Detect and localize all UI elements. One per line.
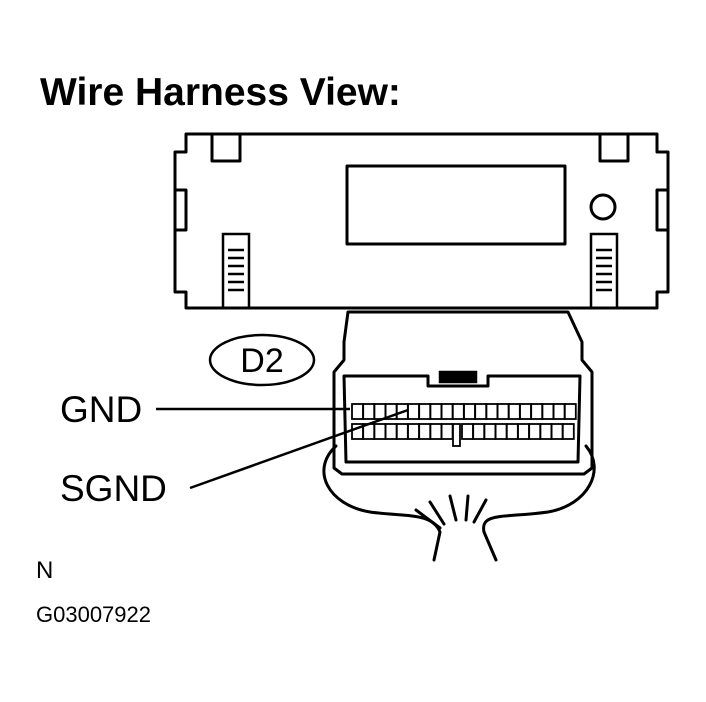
pin-cavity: [429, 403, 443, 420]
pin-cavity: [507, 403, 521, 420]
connector-lock-tab: [438, 370, 478, 384]
housing-latch-right: [589, 232, 619, 310]
connector-key: [452, 423, 461, 447]
corner-mark: N: [36, 557, 53, 584]
pin-cavity: [519, 403, 532, 420]
pin-cavity: [429, 423, 443, 440]
pin-cavity: [494, 423, 508, 440]
pin-cavity: [451, 403, 465, 420]
pin-cavity: [461, 423, 474, 440]
wire-bundle: [322, 444, 596, 562]
pin-cavity: [407, 423, 420, 440]
pin-cavity: [496, 403, 510, 420]
connector-code-badge: [208, 333, 316, 387]
harness-connector: [332, 310, 594, 476]
pin-cavity: [472, 423, 486, 440]
connector-code: D2: [240, 342, 283, 380]
pin-cavity: [541, 403, 555, 420]
pin-cavity: [362, 403, 376, 420]
connector-pin-grid: [351, 403, 577, 447]
pin-cavity: [474, 403, 488, 420]
gnd-label: GND: [60, 389, 142, 430]
pin-cavity: [550, 423, 564, 440]
pin-cavity: [440, 423, 454, 440]
pin-cavity: [552, 403, 566, 420]
housing-latch-left: [221, 232, 251, 310]
pin-cavity: [407, 403, 420, 420]
figure-id: G03007922: [36, 602, 151, 627]
pin-cavity: [373, 403, 387, 420]
pin-cavity: [483, 423, 497, 440]
pin-cavity: [463, 403, 476, 420]
pin-cavity: [561, 423, 575, 440]
sgnd-leader-line: [189, 408, 409, 490]
pin-cavity: [418, 423, 432, 440]
pin-cavity: [395, 423, 409, 440]
pin-cavity: [530, 403, 544, 420]
pin-cavity: [563, 403, 577, 420]
component-housing: [173, 132, 670, 310]
sgnd-label: SGND: [60, 468, 167, 509]
diagram-title: Wire Harness View:: [40, 71, 401, 114]
pin-cavity: [539, 423, 553, 440]
pin-cavity: [373, 423, 387, 440]
pin-cavity: [418, 403, 432, 420]
pin-cavity: [485, 403, 499, 420]
pin-cavity: [440, 403, 454, 420]
pin-cavity: [384, 423, 398, 440]
pin-cavity: [528, 423, 542, 440]
pin-cavity: [505, 423, 519, 440]
pin-cavity: [517, 423, 530, 440]
pin-cavity: [351, 403, 364, 420]
